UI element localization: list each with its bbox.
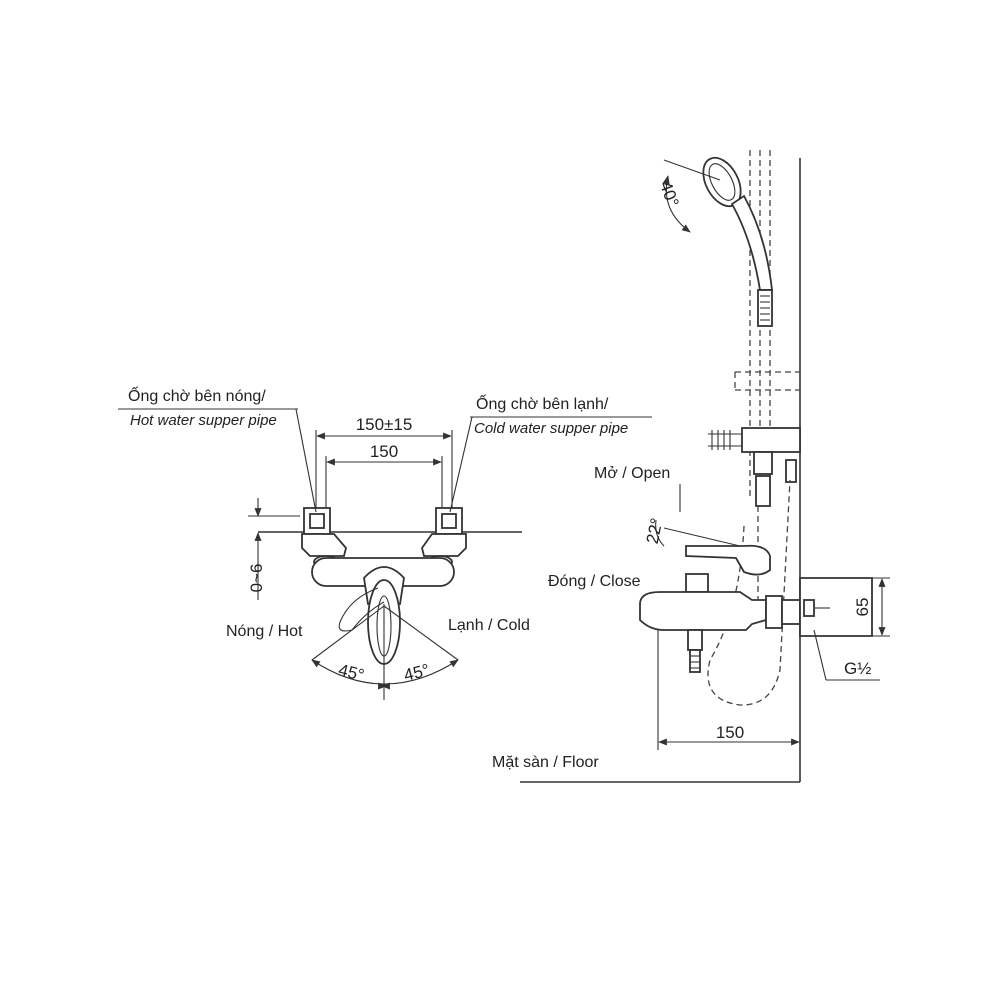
head-angle-arc <box>662 159 721 233</box>
close-label: Đóng / Close <box>548 573 641 590</box>
height-dimension-text: 65 <box>853 598 872 617</box>
cold-label: Lạnh / Cold <box>448 617 530 634</box>
wall-outlet <box>708 427 801 507</box>
offset-dimension-text: 0~6 <box>247 564 266 593</box>
wall-distance-dimension <box>657 630 800 750</box>
cold-pipe-connector <box>421 507 467 557</box>
shower-hose <box>707 479 791 706</box>
offset-dimension <box>248 498 300 600</box>
cold-pipe-label-vi: Ống chờ bên lạnh/ <box>476 393 609 413</box>
height-dimension <box>872 577 890 637</box>
cold-pipe-leader <box>449 416 473 513</box>
floor-label: Mặt sàn / Floor <box>492 754 599 771</box>
lever-angle-arc <box>311 604 459 700</box>
mixer-body-side <box>639 573 873 673</box>
wall-distance-text: 150 <box>716 723 744 742</box>
thread-leader <box>813 629 827 681</box>
front-view: 0~6 150±15 150 <box>118 385 652 700</box>
head-angle-text: 40° <box>656 179 683 210</box>
angle-right-text: 45° <box>402 660 432 685</box>
hot-pipe-leader <box>295 408 317 513</box>
diverter-lever <box>655 519 771 576</box>
side-view: Mặt sàn / Floor 40° <box>492 150 890 783</box>
hot-label: Nóng / Hot <box>226 623 303 640</box>
thread-label: G½ <box>844 659 871 678</box>
cold-pipe-label-en: Cold water supper pipe <box>474 420 628 437</box>
angle-left-text: 45° <box>337 660 367 685</box>
hot-pipe-label-en: Hot water supper pipe <box>130 412 277 429</box>
inner-distance-text: 150 <box>370 442 398 461</box>
hand-shower <box>702 156 774 327</box>
hot-pipe-label-vi: Ống chờ bên nóng/ <box>128 385 266 405</box>
open-label: Mở / Open <box>594 465 670 482</box>
lever-angle-text: 22° <box>643 516 667 545</box>
center-distance-text: 150±15 <box>356 415 413 434</box>
hot-pipe-connector <box>301 507 347 557</box>
center-distance-dimension <box>315 430 453 508</box>
